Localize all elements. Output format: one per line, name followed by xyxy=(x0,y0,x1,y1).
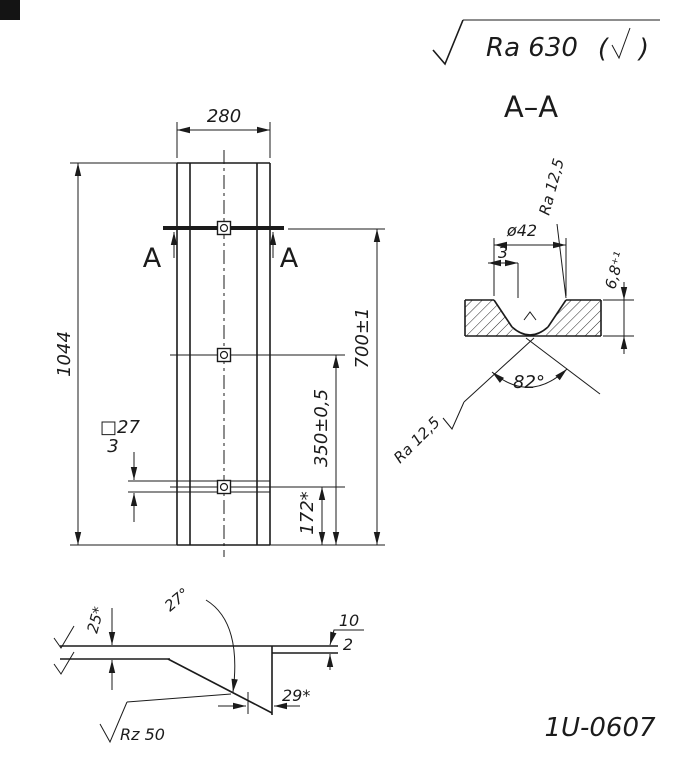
edge-width-label: 25* xyxy=(83,604,107,635)
roughness-edge-callout: Rz 50 xyxy=(99,693,232,744)
thickness-label: 10 xyxy=(339,611,359,630)
bevel-angle: 27° xyxy=(161,584,238,693)
center-notch xyxy=(523,311,537,321)
surface-finish-icon-top xyxy=(53,625,75,649)
hole-top xyxy=(216,220,232,236)
section-arrow-label-left: A xyxy=(143,243,162,274)
roughness-cone-callout: Ra 12,5 xyxy=(390,401,465,467)
dim-hole-span-700: 700±1 xyxy=(270,228,385,546)
surface-finish-icon xyxy=(99,701,128,744)
dim-width-280: 280 xyxy=(176,106,271,158)
pocket-depth-label: 3 xyxy=(107,436,118,457)
roughness-top-label: Ra 12,5 xyxy=(535,157,567,217)
section-title: A–A xyxy=(504,90,558,124)
dim-thickness: 10 xyxy=(329,611,364,646)
paren-close: ) xyxy=(637,34,649,64)
scan-corner-mark xyxy=(0,0,20,20)
small-check-icon xyxy=(611,27,631,60)
cone-angle: 82° xyxy=(463,337,601,403)
cone-angle-label: 82° xyxy=(513,372,545,393)
dim-square-pocket: □27 3 xyxy=(100,417,140,522)
edge-thickness-label: 2 xyxy=(343,635,353,654)
roughness-check-icon xyxy=(432,19,464,66)
dim-length-label: 1044 xyxy=(54,331,75,377)
bevel-angle-label: 27° xyxy=(161,584,193,615)
bore-dia-label: ø42 xyxy=(506,221,537,240)
dim-width-label: 280 xyxy=(207,106,241,127)
bevel-run-label: 29* xyxy=(282,686,310,705)
general-roughness-value: Ra 630 xyxy=(486,33,578,63)
section-view: Ra 630 ( ) A–A Ra 12,5 ø42 3 xyxy=(390,19,660,467)
hole-bottom xyxy=(216,479,232,495)
dim-bottom-span-172: 172* xyxy=(297,487,326,545)
dim-land: 3 xyxy=(488,243,519,298)
square-pocket-edges xyxy=(128,480,270,493)
edge-detail-view: 25* 27° 10 2 29* Rz 50 xyxy=(53,584,364,744)
front-view: A A 280 1044 xyxy=(54,106,385,557)
dim-mid-span-350: 350±0,5 xyxy=(311,355,340,545)
bore-bottom-curve xyxy=(511,326,549,336)
dim-depth: 6,8⁺¹ xyxy=(601,250,634,354)
dim-length-1044: 1044 xyxy=(54,162,177,546)
dim-edge-width: 25* xyxy=(83,604,116,690)
dim-mid-span-label: 350±0,5 xyxy=(311,389,332,467)
roughness-edge-label: Rz 50 xyxy=(120,725,165,744)
depth-label: 6,8⁺¹ xyxy=(601,250,628,291)
general-roughness-mark: Ra 630 ( ) xyxy=(432,19,660,66)
section-arrow-label-right: A xyxy=(280,243,299,274)
dim-edge-thickness: 2 xyxy=(326,635,353,670)
land-label: 3 xyxy=(498,243,508,262)
edge-profile xyxy=(60,645,338,715)
roughness-check-icon xyxy=(442,401,465,430)
roughness-cone-label: Ra 12,5 xyxy=(390,413,444,467)
dim-bore-dia: ø42 xyxy=(493,221,567,296)
paren-open: ( xyxy=(598,34,610,64)
square-pocket-label: □27 xyxy=(100,417,140,438)
dim-bevel-run: 29* xyxy=(218,686,310,714)
surface-finish-icon-bottom xyxy=(53,651,75,675)
roughness-top-callout: Ra 12,5 xyxy=(535,157,568,299)
part-number: 1U-0607 xyxy=(544,713,656,743)
dim-hole-span-label: 700±1 xyxy=(352,308,373,369)
sectioned-block xyxy=(464,299,602,337)
dim-bottom-span-label: 172* xyxy=(297,491,318,534)
hole-middle xyxy=(216,347,232,363)
